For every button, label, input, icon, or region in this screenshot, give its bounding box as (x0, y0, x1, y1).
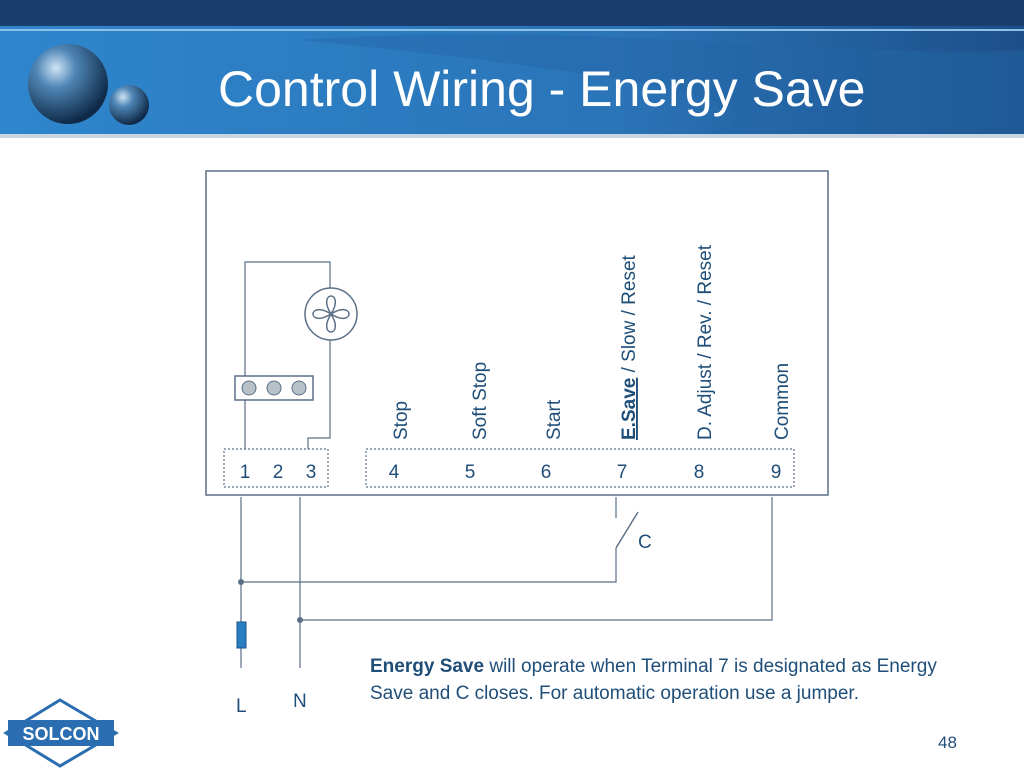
terminal-number-4: 4 (389, 462, 400, 483)
note-bold: Energy Save (370, 656, 485, 677)
label-common: Common (772, 363, 793, 440)
fan-icon (304, 287, 358, 341)
wire-l-to-contact (241, 548, 617, 583)
wire-n-to-common (300, 497, 773, 621)
label-stop: Stop (391, 401, 412, 440)
label-e-save-rest: / Slow / Reset (619, 254, 640, 377)
label-e-save-main: E.Save (619, 378, 640, 440)
label-d-adjust: D. Adjust / Rev. / Reset (695, 244, 716, 440)
terminal-strip-power (223, 448, 329, 488)
label-e-save: E.Save / Slow / Reset (619, 254, 640, 440)
large-orb-icon (28, 44, 108, 124)
terminal-number-1: 1 (240, 462, 251, 483)
fuse-icon (236, 621, 247, 649)
label-soft-stop: Soft Stop (470, 362, 491, 440)
note-text: will operate when Terminal 7 is designat… (370, 656, 937, 704)
terminal-number-7: 7 (617, 462, 628, 483)
terminal-number-5: 5 (465, 462, 476, 483)
terminal-number-3: 3 (306, 462, 317, 483)
terminal-number-6: 6 (541, 462, 552, 483)
terminal-number-8: 8 (694, 462, 705, 483)
wire-fan-bottom (307, 340, 331, 449)
line-l-label: L (236, 696, 247, 717)
header-background (0, 0, 1024, 138)
terminal-number-9: 9 (771, 462, 782, 483)
jumper-block-icon (234, 375, 314, 401)
page-number: 48 (938, 733, 957, 752)
starter-enclosure (205, 170, 829, 496)
contact-label: C (638, 532, 652, 553)
small-orb-icon (109, 85, 149, 125)
contact-c-icon (615, 511, 639, 549)
energy-save-note: Energy Save will operate when Terminal 7… (370, 653, 960, 707)
terminal-number-2: 2 (273, 462, 284, 483)
solcon-logo-icon: SOLCON (3, 698, 119, 768)
terminal-strip-control (365, 448, 795, 488)
slide-header (0, 0, 1024, 138)
label-start: Start (544, 399, 565, 440)
wire-fan-top (244, 261, 331, 449)
line-n-label: N (293, 691, 307, 712)
solcon-logo: SOLCON (2, 698, 120, 768)
slide-title: Control Wiring - Energy Save (218, 61, 866, 117)
logo-text: SOLCON (22, 724, 99, 744)
